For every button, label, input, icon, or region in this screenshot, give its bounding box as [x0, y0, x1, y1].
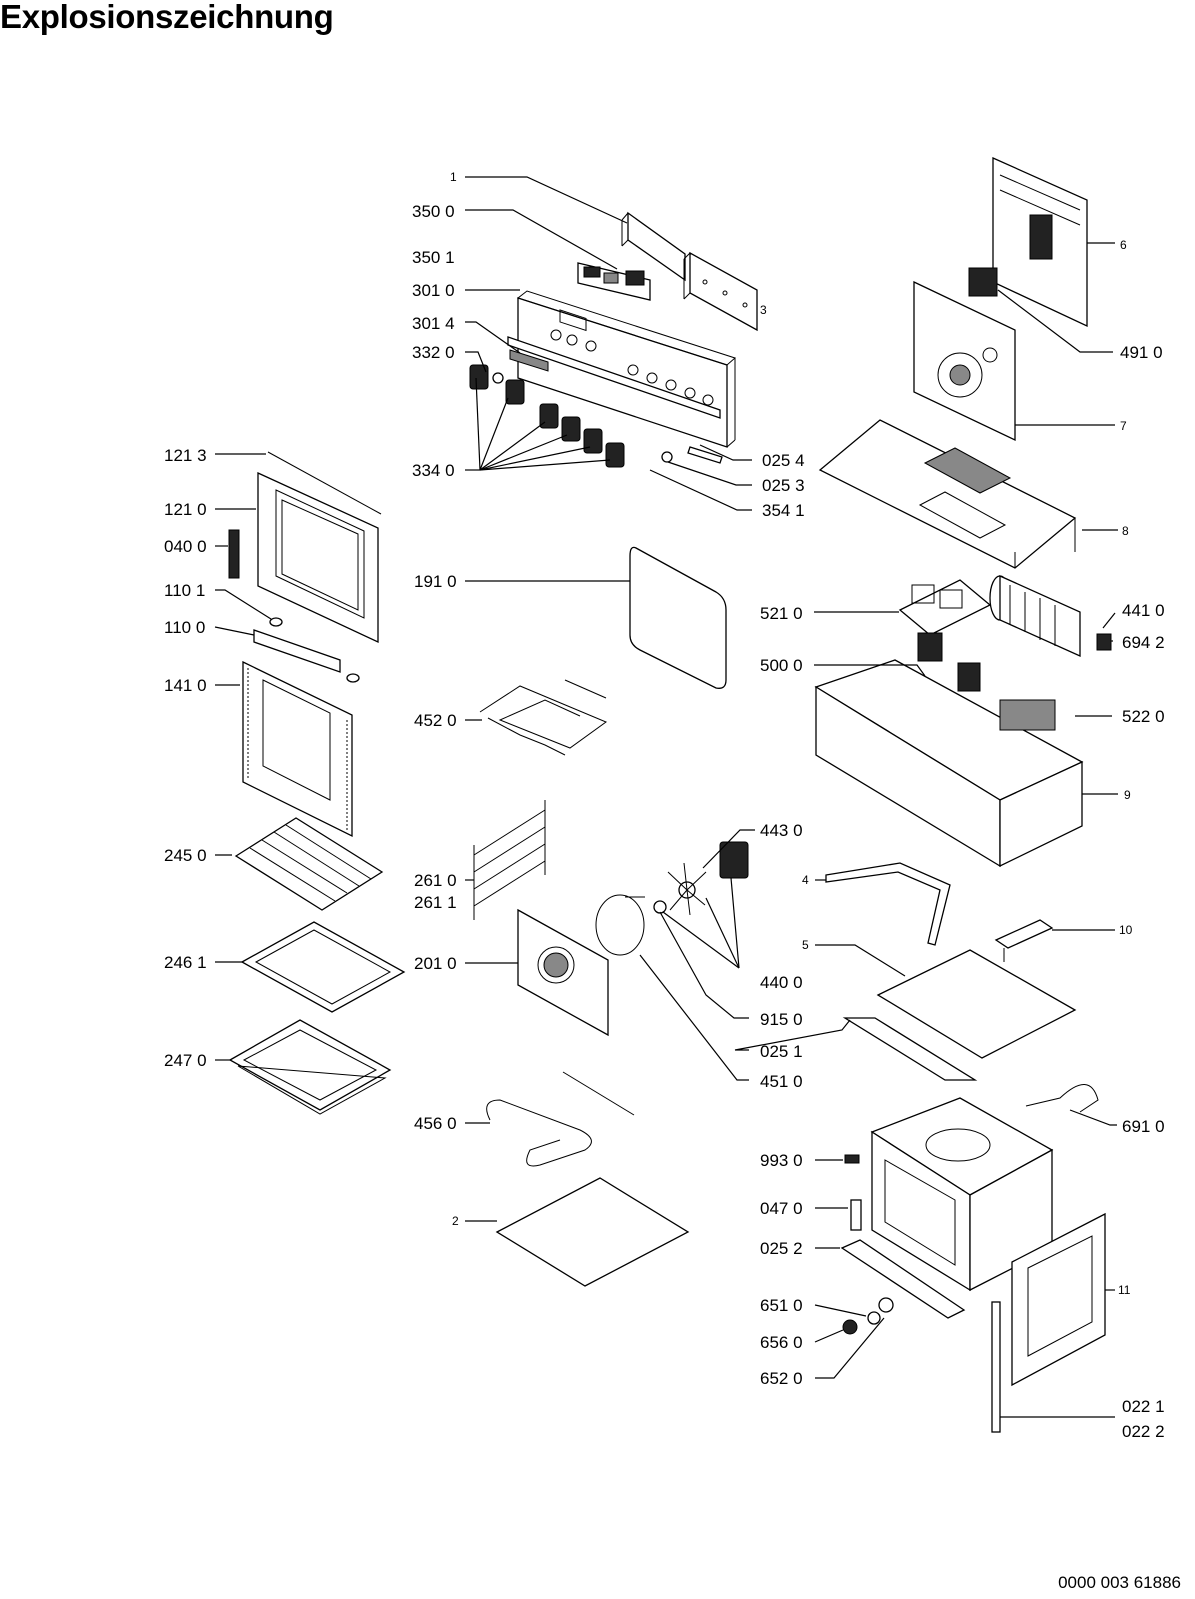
bottom-plate: [495, 1177, 690, 1287]
side-racks: [473, 800, 546, 920]
part-label: 440 0: [760, 973, 803, 992]
back-cover: [992, 156, 1088, 328]
oven-gasket: [629, 546, 727, 689]
part-label: 025 4: [762, 451, 805, 470]
part-label: 694 2: [1122, 633, 1165, 652]
part-label: 247 0: [164, 1051, 207, 1070]
part-label: 121 0: [164, 500, 207, 519]
part-label: 022 1: [1122, 1397, 1165, 1416]
circuit-board: [683, 251, 758, 332]
part-label: 201 0: [414, 954, 457, 973]
support-arm: [825, 862, 951, 946]
part-label: 110 1: [164, 581, 205, 600]
part-label: 6: [1120, 238, 1127, 252]
part-label: 4: [802, 873, 809, 887]
part-label: 451 0: [760, 1072, 803, 1091]
part-label: 10: [1119, 923, 1133, 937]
top-heating-element: [479, 679, 608, 756]
part-label: 522 0: [1122, 707, 1165, 726]
control-knobs: [469, 364, 673, 468]
part-label: 261 1: [414, 893, 457, 912]
part-label: 025 3: [762, 476, 805, 495]
door-glass: [242, 660, 353, 838]
part-label: 652 0: [760, 1369, 803, 1388]
part-label: 332 0: [412, 343, 455, 362]
part-label: 301 4: [412, 314, 455, 333]
part-label: 915 0: [760, 1010, 803, 1029]
door-frame: [257, 451, 382, 644]
part-label: 9: [1124, 788, 1131, 802]
part-label: 121 3: [164, 446, 207, 465]
part-label: 110 0: [164, 618, 205, 637]
part-label: 301 0: [412, 281, 455, 300]
control-panel: [516, 290, 736, 448]
part-label: 500 0: [760, 656, 803, 675]
part-label: 025 2: [760, 1239, 803, 1258]
part-label: 350 1: [412, 248, 455, 267]
part-label: 443 0: [760, 821, 803, 840]
part-label: 334 0: [412, 461, 455, 480]
sensor-bracket: [994, 919, 1054, 962]
part-label: 1: [450, 170, 457, 184]
grill-rack: [234, 817, 384, 911]
part-label: 456 0: [414, 1114, 457, 1133]
lamp-and-latch-parts: [842, 1084, 1099, 1433]
part-label: 521 0: [760, 604, 803, 623]
part-label: 651 0: [760, 1296, 803, 1315]
part-label: 993 0: [760, 1151, 803, 1170]
transformer: [968, 267, 998, 297]
bottom-rail: [840, 1239, 966, 1319]
part-label: 350 0: [412, 202, 455, 221]
part-label: 8: [1122, 524, 1129, 538]
door-hinge: [228, 529, 360, 683]
part-label: 025 1: [760, 1042, 803, 1061]
part-label: 022 2: [1122, 1422, 1165, 1441]
bottom-heating-element: [486, 1071, 635, 1167]
part-label: 5: [802, 938, 809, 952]
part-label: 656 0: [760, 1333, 803, 1352]
part-label: 491 0: [1120, 343, 1163, 362]
part-label: 691 0: [1122, 1117, 1165, 1136]
trim-strip: [507, 336, 723, 464]
side-panel: [1011, 1212, 1106, 1387]
part-label: 441 0: [1122, 601, 1165, 620]
part-label: 2: [452, 1214, 459, 1228]
cooling-fan: [989, 574, 1112, 658]
circular-heating-element: [595, 894, 645, 956]
top-bracket: [621, 211, 686, 282]
convection-fan: [653, 841, 749, 916]
outer-chassis: [814, 632, 1084, 868]
top-cover: [818, 419, 1077, 569]
page-title: Explosionszeichnung: [0, 0, 334, 35]
baking-tray: [240, 921, 406, 1013]
part-label: 3: [760, 303, 767, 317]
part-labels: 1 350 0 350 1 301 0 301 4 332 0 334 0 3 …: [164, 170, 1165, 1441]
rear-panel: [913, 280, 1016, 442]
part-label: 261 0: [414, 871, 457, 890]
control-unit: [577, 262, 651, 301]
part-label: 246 1: [164, 953, 207, 972]
part-label: 452 0: [414, 711, 457, 730]
relay-board: [898, 579, 992, 636]
part-label: 354 1: [762, 501, 805, 520]
part-label: 141 0: [164, 676, 207, 695]
part-label: 7: [1120, 419, 1127, 433]
part-label: 191 0: [414, 572, 457, 591]
floor-plate: [842, 949, 1077, 1081]
part-label: 11: [1118, 1283, 1131, 1297]
deep-pan: [228, 1019, 392, 1115]
document-number: 0000 003 61886: [1058, 1573, 1181, 1592]
part-label: 047 0: [760, 1199, 803, 1218]
leader-lines: [214, 176, 1118, 1418]
part-label: 245 0: [164, 846, 207, 865]
part-label: 040 0: [164, 537, 207, 556]
fan-cover-panel: [517, 908, 609, 1037]
